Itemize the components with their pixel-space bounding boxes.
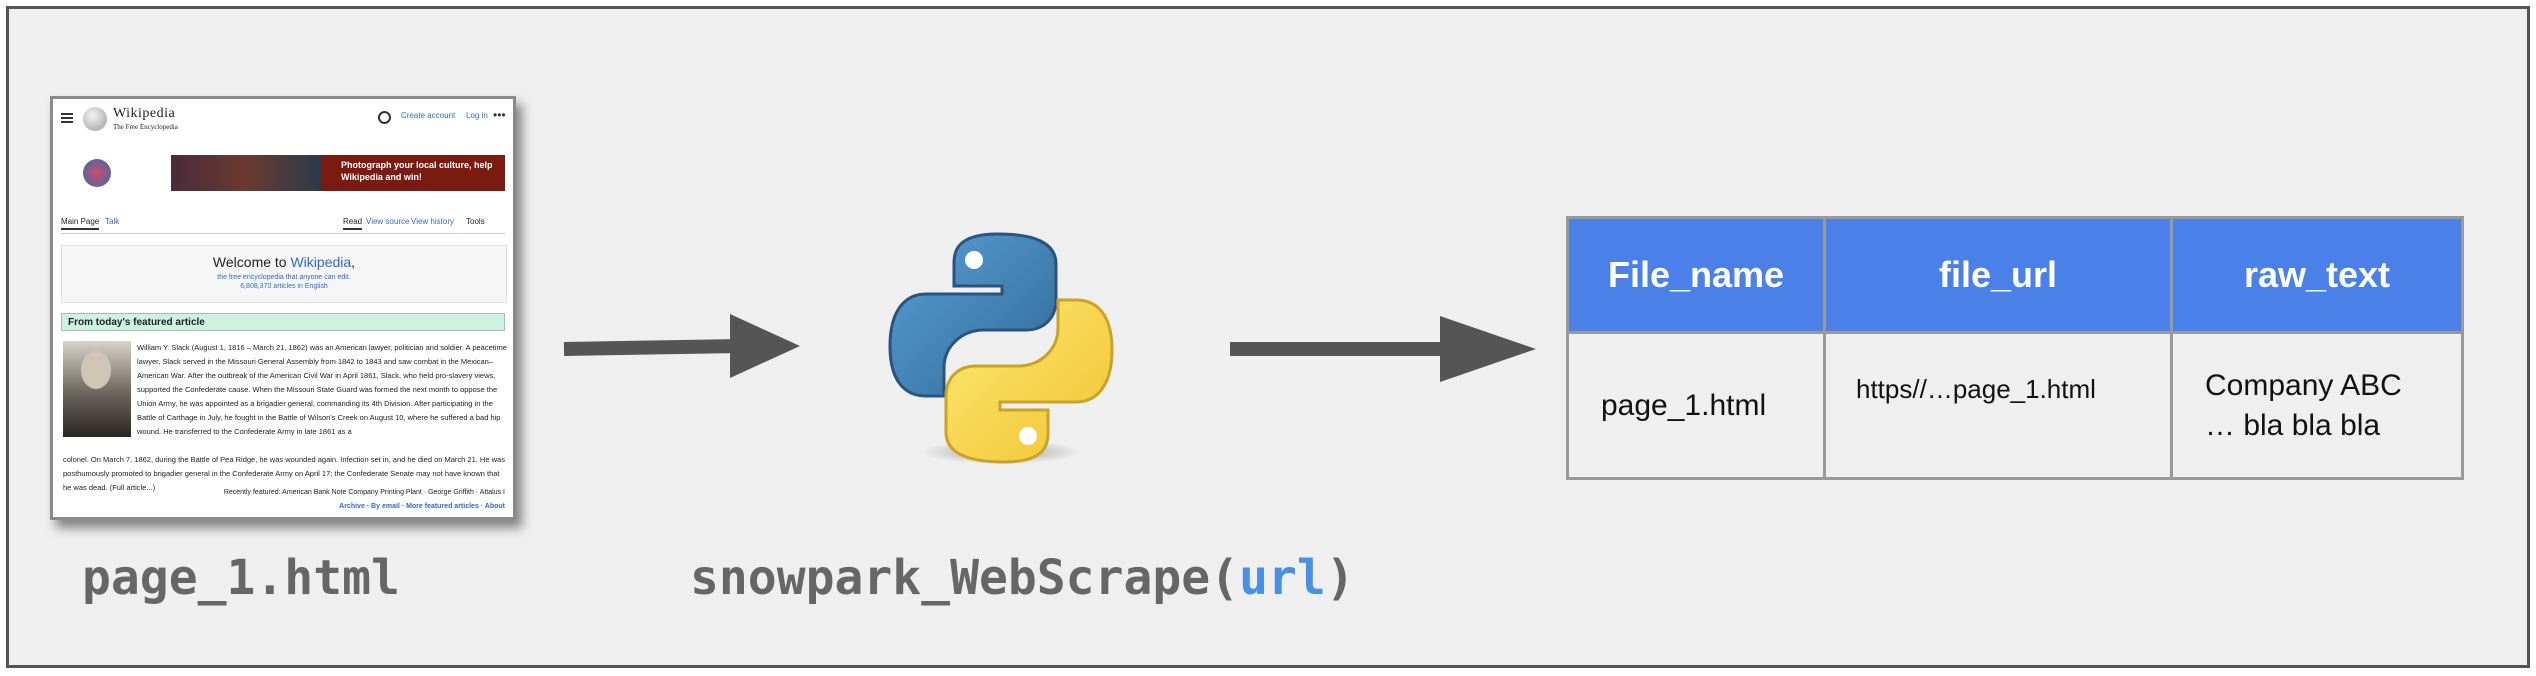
arrow-2 xyxy=(1230,316,1536,382)
log-in-link: Log in xyxy=(466,111,488,120)
banner-photo-strip xyxy=(171,155,321,191)
column-header-raw-text: raw_text xyxy=(2170,216,2464,334)
banner-text: Photograph your local culture, help Wiki… xyxy=(341,160,493,182)
wiki-site-subtitle: The Free Encyclopedia xyxy=(113,123,178,131)
cell-file-url: https//…page_1.html xyxy=(1823,331,2173,480)
column-header-file-url: file_url xyxy=(1823,216,2173,334)
welcome-tagline: the free encyclopedia that anyone can ed… xyxy=(217,274,351,281)
welcome-suffix: , xyxy=(351,254,356,270)
wiki-header: Wikipedia The Free Encyclopedia Create a… xyxy=(53,99,513,137)
function-name: snowpark_WebScrape( xyxy=(690,550,1240,606)
wiki-loves-heart-icon xyxy=(83,159,111,187)
search-icon xyxy=(378,111,391,124)
article-count: 6,808,370 articles in English xyxy=(240,283,328,290)
wikipedia-page-thumbnail: Wikipedia The Free Encyclopedia Create a… xyxy=(50,96,516,520)
featured-portrait-image xyxy=(63,341,131,437)
more-menu-icon: ••• xyxy=(493,108,506,122)
create-account-link: Create account xyxy=(401,111,456,120)
cell-raw-text: Company ABC … bla bla bla xyxy=(2170,331,2464,480)
column-header-file-name: File_name xyxy=(1566,216,1826,334)
tab-read: Read xyxy=(343,217,363,230)
campaign-banner: Photograph your local culture, help Wiki… xyxy=(61,155,505,191)
table-row: page_1.html https//…page_1.html Company … xyxy=(1566,331,2464,480)
output-table: File_name file_url raw_text page_1.html … xyxy=(1566,216,2464,480)
archive-links: Archive · By email · More featured artic… xyxy=(339,503,505,510)
banner-logo-area xyxy=(61,155,171,191)
tab-view-history: View history xyxy=(411,217,454,226)
table-header-row: File_name file_url raw_text xyxy=(1566,216,2464,334)
raw-text-line-1: Company ABC xyxy=(2205,368,2402,402)
tab-tools: Tools xyxy=(466,217,485,226)
recently-featured: Recently featured: American Bank Note Co… xyxy=(223,489,505,496)
raw-text-line-2: … bla bla bla xyxy=(2205,408,2381,442)
tab-talk: Talk xyxy=(105,217,120,226)
function-close: ) xyxy=(1325,550,1355,606)
function-caption: snowpark_WebScrape(url) xyxy=(690,550,1355,606)
welcome-link: Wikipedia xyxy=(290,254,352,270)
menu-icon xyxy=(61,113,73,123)
welcome-box: Welcome to Wikipedia, the free encyclope… xyxy=(61,245,507,303)
featured-article-text-continued: colonel. On March 7, 1862, during the Ba… xyxy=(63,455,505,492)
page-tabs: Main Page Talk Read View source View his… xyxy=(61,217,505,233)
featured-article-heading: From today's featured article xyxy=(61,313,505,331)
function-arg: url xyxy=(1239,550,1326,606)
arrow-1 xyxy=(563,314,800,378)
cell-file-name: page_1.html xyxy=(1566,331,1826,480)
featured-article-text: William Y. Slack (August 1, 1816 – March… xyxy=(137,343,507,436)
tab-main-page: Main Page xyxy=(61,217,100,230)
python-logo-icon xyxy=(888,232,1114,464)
file-caption: page_1.html xyxy=(82,550,400,606)
wikipedia-globe-icon xyxy=(83,107,107,131)
welcome-heading: Welcome to Wikipedia, xyxy=(62,254,506,270)
tab-view-source: View source xyxy=(366,217,410,226)
tab-divider xyxy=(61,233,505,234)
welcome-prefix: Welcome to xyxy=(212,254,291,270)
wiki-site-title: Wikipedia xyxy=(113,106,176,121)
